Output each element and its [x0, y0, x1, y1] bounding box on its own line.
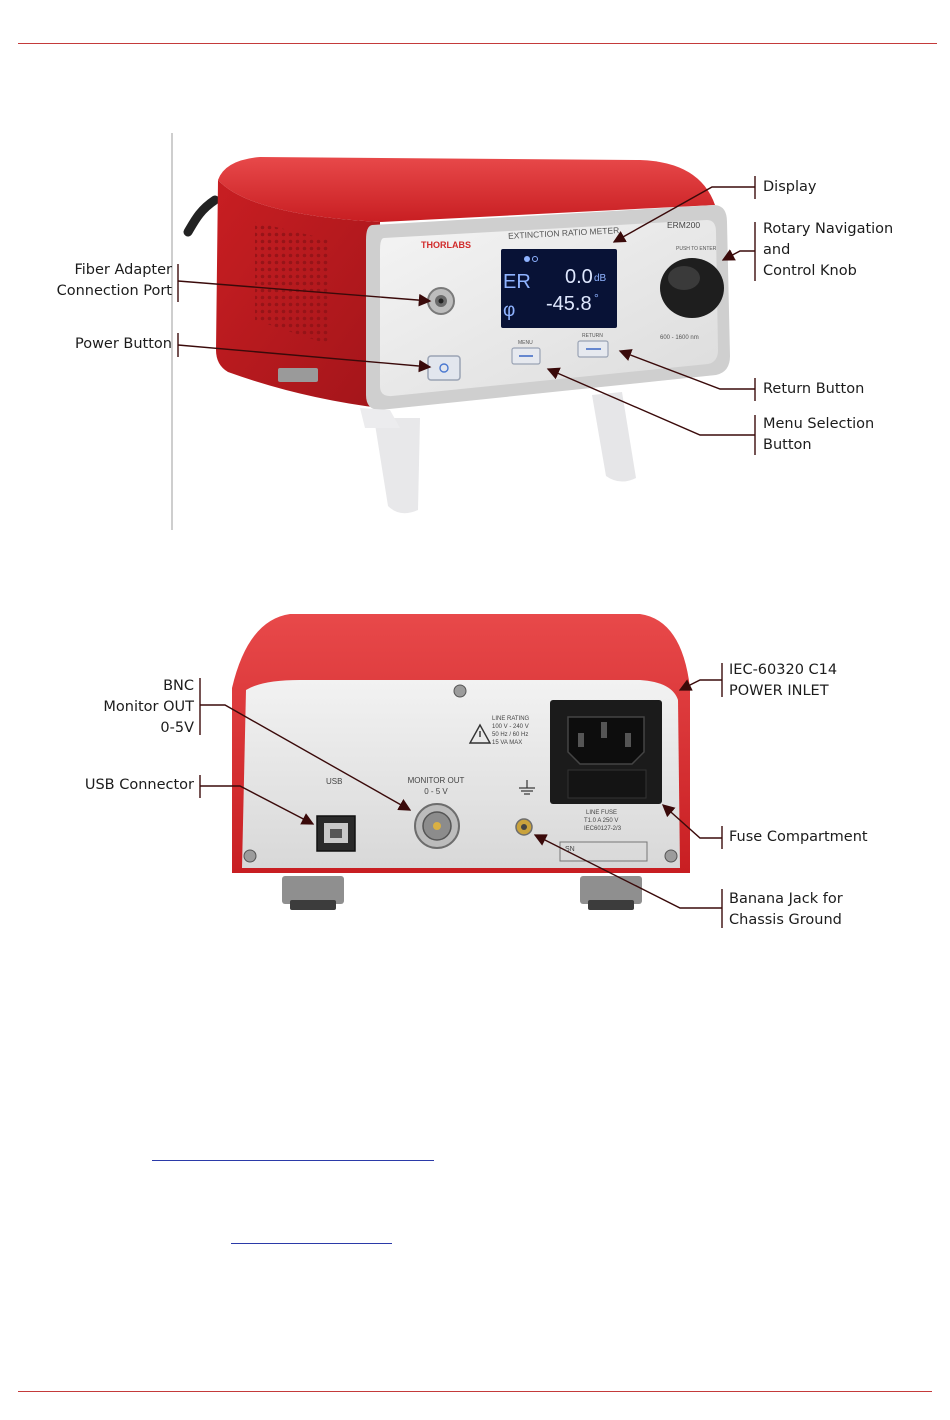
callout-rotary-knob: Rotary Navigation and Control Knob [763, 221, 894, 279]
serial-label-box [559, 841, 648, 862]
fuse-standard: IEC60127-2/3 [584, 826, 622, 832]
usb-connector[interactable] [317, 816, 355, 851]
line-rating-frequency: 50 Hz / 60 Hz [492, 732, 529, 738]
rear-foot-left [282, 876, 344, 904]
fuse-title: LINE FUSE [586, 810, 618, 816]
power-button[interactable] [428, 356, 460, 380]
menu-button-caption: MENU [518, 340, 533, 346]
callout-power-button: Power Button [74, 336, 172, 352]
callout-fiber-port: Fiber Adapter Connection Port [56, 262, 172, 299]
callout-display: Display [763, 179, 817, 195]
line-rating-power: 15 VA MAX [492, 740, 523, 746]
banana-jack[interactable] [516, 819, 532, 835]
rear-monitor-caption: MONITOR OUT 0 - 5 V [407, 776, 465, 796]
fuse-drawer-shape [567, 769, 647, 799]
return-button-caption: RETURN [582, 333, 603, 339]
hyperlink-underline-2[interactable] [231, 1243, 392, 1244]
ground-icon [519, 780, 535, 795]
front-chassis-top [218, 157, 715, 222]
return-button[interactable] [578, 341, 608, 357]
callout-menu-button: Menu Selection Button [763, 416, 875, 453]
display-er-value: 0.0 [565, 266, 593, 288]
front-brand: THORLABS [421, 240, 471, 250]
display-er-symbol: ER [503, 271, 531, 293]
callout-fuse: Fuse Compartment [729, 829, 868, 845]
display-phi-unit: ° [594, 291, 599, 305]
knob-caption: PUSH TO ENTER [676, 246, 717, 252]
menu-button[interactable] [512, 348, 540, 364]
front-leg-right [592, 392, 636, 482]
callout-return-button: Return Button [763, 381, 865, 397]
line-rating-voltage: 100 V - 240 V [492, 724, 529, 730]
vent-grille [255, 222, 330, 345]
callout-bnc: BNC Monitor OUT 0-5V [103, 678, 194, 736]
top-rule [18, 43, 937, 44]
front-leg-left [374, 418, 420, 514]
warning-icon [468, 723, 492, 744]
rotary-knob[interactable] [660, 258, 724, 318]
bnc-connector[interactable] [415, 804, 459, 848]
serial-label: SN [565, 846, 575, 853]
bottom-rule [18, 1391, 932, 1392]
fuse-rating: T1.0 A 250 V [584, 818, 619, 824]
hyperlink-underline-1[interactable] [152, 1160, 434, 1161]
range-caption: 600 - 1600 nm [660, 335, 699, 341]
power-cable [183, 195, 220, 237]
power-inlet[interactable] [550, 700, 662, 804]
callout-banana-jack: Banana Jack for Chassis Ground [729, 891, 843, 928]
callout-power-inlet: IEC-60320 C14 POWER INLET [729, 662, 838, 699]
rear-foot-right [580, 876, 642, 904]
display-phi-value: -45.8 [546, 293, 592, 315]
display-er-unit: dB [594, 273, 607, 284]
rear-usb-caption: USB [326, 777, 343, 786]
front-model: ERM200 [667, 220, 701, 230]
display-screen [501, 249, 617, 328]
callout-usb: USB Connector [84, 777, 194, 793]
line-rating-title: LINE RATING [492, 716, 530, 722]
display-phi-symbol: φ [503, 300, 516, 321]
